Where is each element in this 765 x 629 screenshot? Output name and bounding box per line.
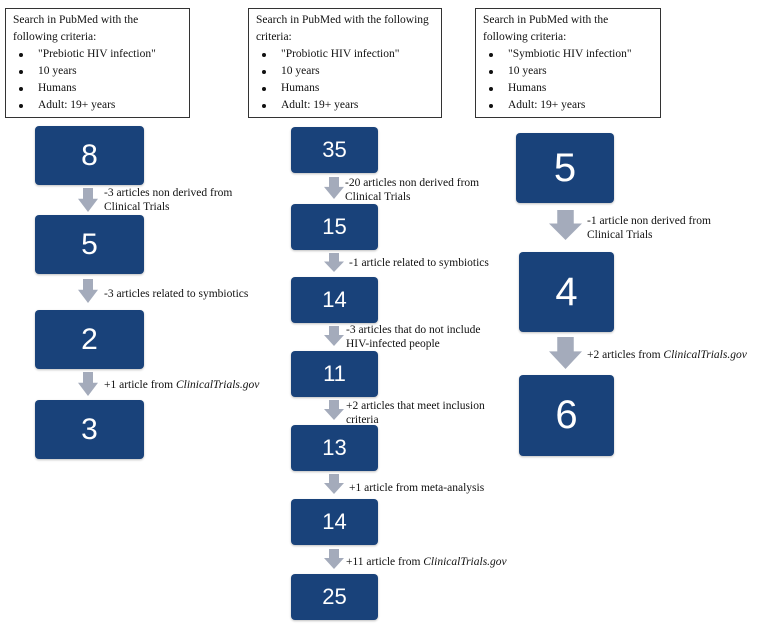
criteria-box-col1: Search in PubMed with the following crit… [5,8,190,118]
count-box-col2-7: 25 [291,574,378,620]
step-source-name: ClinicalTrials.gov [423,556,507,568]
criteria-item: Humans [13,80,183,97]
step-label-col1-3: +1 article from ClinicalTrials.gov [104,379,260,391]
step-label-col3-2: +2 articles from ClinicalTrials.gov [587,349,747,361]
count-box-col1-3: 2 [35,310,144,369]
count-box-col1-4: 3 [35,400,144,459]
criteria-item: 10 years [483,63,654,80]
count-box-col3-3: 6 [519,375,614,456]
down-arrow-icon [324,177,344,199]
count-box-col2-5: 13 [291,425,378,471]
criteria-item: Adult: 19+ years [483,97,654,114]
criteria-heading: Search in PubMed with the following crit… [483,14,609,43]
criteria-box-col3: Search in PubMed with the following crit… [475,8,661,118]
criteria-item: "Probiotic HIV infection" [256,46,435,63]
criteria-item: 10 years [13,63,183,80]
count-box-col3-1: 5 [516,133,614,203]
down-arrow-icon [324,253,344,272]
down-arrow-icon [549,337,582,369]
step-label-col2-5: +1 article from meta-analysis [349,482,485,494]
down-arrow-icon [78,372,98,396]
count-box-col1-2: 5 [35,215,144,274]
criteria-item: Adult: 19+ years [256,97,435,114]
down-arrow-icon [324,326,344,346]
step-label-col2-2: -1 article related to symbiotics [349,257,489,269]
count-box-col3-2: 4 [519,252,614,332]
count-box-col2-2: 15 [291,204,378,250]
step-label-col2-6: +11 article from ClinicalTrials.gov [346,556,507,568]
down-arrow-icon [324,549,344,569]
step-label-col1-2: -3 articles related to symbiotics [104,288,249,300]
step-source-name: ClinicalTrials.gov [175,379,260,391]
count-box-col2-3: 14 [291,277,378,323]
count-box-col2-6: 14 [291,499,378,545]
count-box-col2-4: 11 [291,351,378,397]
down-arrow-icon [78,279,98,303]
criteria-item: 10 years [256,63,435,80]
criteria-heading: Search in PubMed with the following crit… [256,14,429,43]
criteria-item: Humans [483,80,654,97]
criteria-item: "Prebiotic HIV infection" [13,46,183,63]
down-arrow-icon [324,474,344,494]
criteria-item: "Symbiotic HIV infection" [483,46,654,63]
criteria-box-col2: Search in PubMed with the following crit… [248,8,442,118]
step-source-name: ClinicalTrials.gov [663,349,747,361]
down-arrow-icon [324,400,344,420]
criteria-item: Humans [256,80,435,97]
criteria-item: Adult: 19+ years [13,97,183,114]
down-arrow-icon [549,210,582,240]
count-box-col2-1: 35 [291,127,378,173]
count-box-col1-1: 8 [35,126,144,185]
criteria-heading: Search in PubMed with the following crit… [13,14,139,43]
down-arrow-icon [78,188,98,212]
